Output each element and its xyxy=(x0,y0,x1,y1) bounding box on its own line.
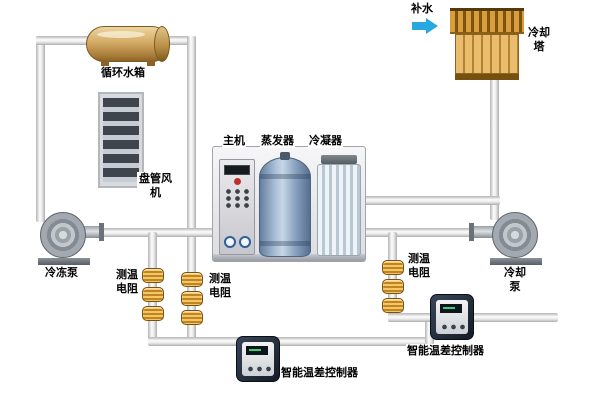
cooling-tower-body xyxy=(455,34,519,74)
tank-leg xyxy=(147,61,155,66)
control-display-icon xyxy=(224,165,250,175)
temp-diff-controller xyxy=(430,294,474,340)
tank-end-cap xyxy=(154,26,170,62)
chiller-unit xyxy=(212,146,366,262)
rtd-coil xyxy=(142,287,164,302)
makeup-water-arrow-icon xyxy=(412,18,440,34)
rtd-coil xyxy=(382,298,404,313)
chilled-pump-label: 冷冻泵 xyxy=(44,266,79,280)
pressure-gauge-icon xyxy=(224,236,236,248)
rtd-sensor xyxy=(142,268,164,322)
circulating-water-tank xyxy=(86,26,170,66)
controller-right-label: 智能温差控制器 xyxy=(406,344,485,358)
pump-base xyxy=(38,258,90,265)
evaporator-fitting xyxy=(280,152,290,160)
pump-base xyxy=(490,258,542,265)
pump-discharge xyxy=(82,226,102,238)
rtd-sensor xyxy=(181,272,203,326)
pipe-bottom-link xyxy=(425,316,434,344)
condenser-header xyxy=(321,155,357,164)
rtd-coil xyxy=(181,310,203,325)
cooling-tower-basin xyxy=(455,74,519,80)
tank-highlight xyxy=(97,31,145,38)
controller-screen-icon xyxy=(440,304,462,313)
fan-coil-label: 盘管风机 xyxy=(137,172,174,200)
chiller-control-panel xyxy=(219,159,255,255)
pipe-tank-outlet xyxy=(164,36,196,45)
rtd-coil xyxy=(382,260,404,275)
condenser-vessel xyxy=(317,164,361,256)
pipe-cooling-supply xyxy=(360,228,482,237)
controller-led xyxy=(249,349,261,351)
pump-flange xyxy=(469,223,474,241)
evaporator-band xyxy=(260,241,310,246)
button-grid-icon xyxy=(223,188,251,209)
pipe-bottom-run xyxy=(148,337,434,346)
evaporator-label: 蒸发器 xyxy=(260,134,295,148)
fan-coil-unit xyxy=(98,92,144,188)
rtd-right-label: 测温电阻 xyxy=(406,252,432,280)
pipe-mid-riser xyxy=(187,36,196,344)
rtd-mid-label: 测温电阻 xyxy=(207,272,233,300)
controller-buttons-icon xyxy=(246,365,272,373)
tank-leg xyxy=(101,61,109,66)
chilled-water-pump xyxy=(38,208,104,266)
rtd-coil xyxy=(142,306,164,321)
cooling-pump-label: 冷却泵 xyxy=(502,266,528,294)
controller-left-label: 智能温差控制器 xyxy=(280,366,359,380)
controller-buttons-icon xyxy=(440,323,466,331)
temp-diff-controller xyxy=(236,336,280,382)
controller-led xyxy=(443,307,455,309)
fan-coil-slats xyxy=(103,98,139,182)
rtd-left-label: 测温电阻 xyxy=(114,268,140,296)
cooling-water-pump xyxy=(469,208,542,266)
pipe-left-riser xyxy=(36,36,45,222)
main-unit-label: 主机 xyxy=(222,134,246,148)
controller-screen-icon xyxy=(246,346,268,355)
evaporator-vessel xyxy=(259,152,311,257)
pipe-tower-riser xyxy=(490,72,499,220)
cooling-tower-label: 冷却塔 xyxy=(526,26,552,54)
rtd-sensor xyxy=(382,260,404,314)
circulating-tank-label: 循环水箱 xyxy=(100,66,146,80)
makeup-water-label: 补水 xyxy=(410,2,434,16)
pump-flange xyxy=(99,223,104,241)
chiller-base xyxy=(213,254,365,261)
evaporator-band xyxy=(260,174,310,179)
pipe-condenser-return xyxy=(360,196,500,205)
pipe-top-left xyxy=(36,36,94,45)
pump-volute xyxy=(492,212,538,258)
rtd-coil xyxy=(382,279,404,294)
arrow-head xyxy=(426,18,438,34)
rtd-coil xyxy=(142,268,164,283)
red-button-icon xyxy=(233,178,241,185)
arrow-shaft xyxy=(412,22,426,30)
pump-discharge xyxy=(474,226,496,238)
cooling-tower xyxy=(450,8,524,80)
rtd-coil xyxy=(181,291,203,306)
pump-volute xyxy=(40,212,86,258)
rtd-coil xyxy=(181,272,203,287)
controller-face xyxy=(436,300,468,334)
cooling-tower-fan-deck xyxy=(450,8,524,34)
pipe-rtd-right-drop xyxy=(388,232,397,322)
pressure-gauge-icon xyxy=(239,236,251,248)
controller-face xyxy=(242,342,274,376)
condenser-label: 冷凝器 xyxy=(308,134,343,148)
